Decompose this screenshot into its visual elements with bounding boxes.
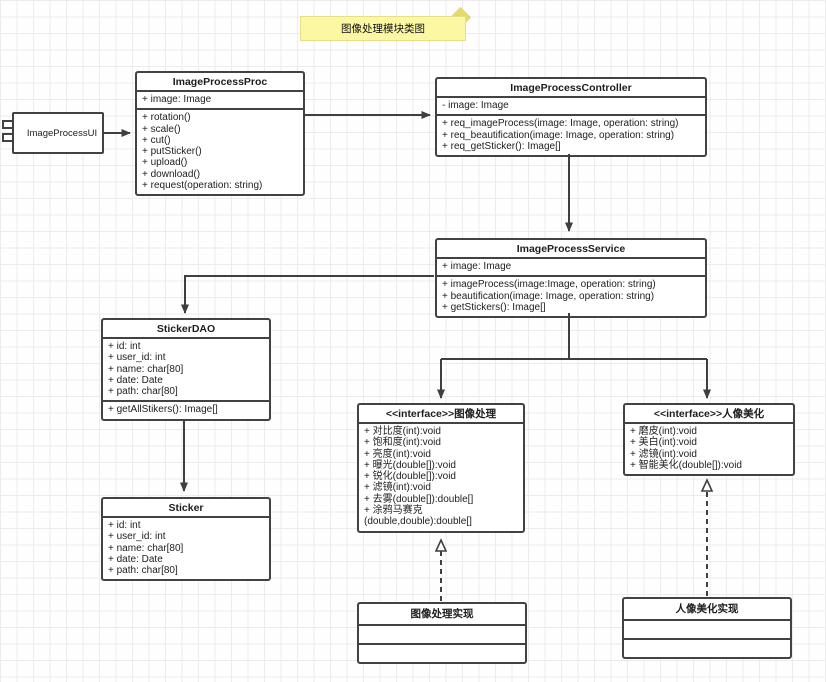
member-line: + 滤镜(int):void	[364, 482, 431, 494]
class-title: 人像美化实现	[675, 603, 739, 615]
class-stickerdao[interactable]: StickerDAO + id: int+ user_id: int+ name…	[101, 318, 271, 421]
class-title: ImageProcessProc	[172, 76, 268, 88]
arrow-service-to-stickerdao	[181, 275, 434, 314]
member-line: + name: char[80]	[108, 363, 184, 375]
class-methods	[359, 643, 525, 662]
class-methods: + imageProcess(image:Image, operation: s…	[437, 275, 705, 316]
diagram-title-note[interactable]: 图像处理模块类图	[300, 6, 472, 41]
member-line: + 滤镜(int):void	[630, 448, 697, 460]
class-attributes: + image: Image	[137, 90, 303, 108]
member-line: + req_getSticker(): Image[]	[442, 140, 561, 152]
interface-methods: + 磨皮(int):void+ 美白(int):void+ 滤镜(int):vo…	[625, 422, 793, 474]
member-line: + 曝光(double[]):void	[364, 459, 456, 471]
member-line: + download()	[142, 168, 201, 180]
class-sticker[interactable]: Sticker + id: int+ user_id: int+ name: c…	[101, 497, 271, 582]
member-line: + getAllStikers(): Image[]	[108, 404, 218, 416]
member-line: + cut()	[142, 134, 171, 146]
member-line: + 饱和度(int):void	[364, 437, 441, 449]
class-methods: + getAllStikers(): Image[]	[103, 400, 269, 418]
class-imageprocesscontroller[interactable]: ImageProcessController - image: Image + …	[435, 77, 707, 158]
interface-portrait-beautify[interactable]: <<interface>>人像美化 + 磨皮(int):void+ 美白(int…	[623, 403, 795, 477]
interface-methods: + 对比度(int):void+ 饱和度(int):void+ 亮度(int):…	[359, 422, 523, 531]
member-line: + rotation()	[142, 112, 191, 124]
class-portrait-beautify-impl[interactable]: 人像美化实现	[622, 597, 792, 659]
class-imageprocessproc[interactable]: ImageProcessProc + image: Image + rotati…	[135, 71, 305, 197]
member-line: + image: Image	[142, 94, 212, 105]
class-attributes	[624, 619, 790, 638]
member-line: (double,double):double[]	[364, 516, 472, 528]
member-line: + scale()	[142, 123, 181, 135]
member-line: + user_id: int	[108, 531, 166, 543]
class-methods	[624, 638, 790, 657]
member-line: + upload()	[142, 157, 188, 169]
member-line: + date: Date	[108, 553, 163, 565]
member-line: + 锐化(double[]):void	[364, 471, 456, 483]
class-imageprocessservice[interactable]: ImageProcessService + image: Image + ima…	[435, 238, 707, 319]
member-line: + image: Image	[442, 261, 512, 272]
member-line: + request(operation: string)	[142, 180, 263, 192]
class-image-processing-impl[interactable]: 图像处理实现	[357, 602, 527, 664]
class-attributes: + id: int+ user_id: int+ name: char[80]+…	[103, 337, 269, 400]
member-line: + 对比度(int):void	[364, 426, 441, 437]
member-line: + id: int	[108, 520, 141, 531]
member-line: + name: char[80]	[108, 542, 184, 554]
member-line: + imageProcess(image:Image, operation: s…	[442, 279, 656, 291]
member-line: + putSticker()	[142, 146, 202, 158]
member-line: + 去雾(double[]):double[]	[364, 493, 474, 505]
class-title: Sticker	[168, 502, 204, 514]
interface-title: <<interface>>人像美化	[653, 408, 765, 420]
interface-title: <<interface>>图像处理	[385, 408, 497, 420]
class-attributes	[359, 624, 525, 643]
class-title: ImageProcessController	[510, 82, 632, 94]
class-attributes: - image: Image	[437, 96, 705, 114]
class-methods: + req_imageProcess(image: Image, operati…	[437, 114, 705, 155]
member-line: + beautification(image: Image, operation…	[442, 290, 655, 302]
component-label: ImageProcessUI	[12, 112, 104, 154]
member-line: + 磨皮(int):void	[630, 426, 697, 437]
class-attributes: + id: int+ user_id: int+ name: char[80]+…	[103, 516, 269, 579]
component-imageprocessui[interactable]: ImageProcessUI	[2, 112, 104, 154]
class-title: ImageProcessService	[516, 243, 626, 255]
member-line: + user_id: int	[108, 352, 166, 364]
member-line: + 美白(int):void	[630, 437, 697, 449]
class-title: 图像处理实现	[410, 608, 474, 620]
member-line: - image: Image	[442, 100, 509, 111]
class-methods: + rotation()+ scale()+ cut()+ putSticker…	[137, 108, 303, 194]
interface-image-processing[interactable]: <<interface>>图像处理 + 对比度(int):void+ 饱和度(i…	[357, 403, 525, 533]
member-line: + path: char[80]	[108, 386, 178, 398]
member-line: + 智能美化(double[]):void	[630, 459, 742, 471]
diagram-title: 图像处理模块类图	[300, 16, 466, 41]
member-line: + date: Date	[108, 374, 163, 386]
member-line: + id: int	[108, 341, 141, 352]
member-line: + req_imageProcess(image: Image, operati…	[442, 118, 679, 130]
member-line: + 涂鸦马赛克	[364, 505, 423, 517]
member-line: + req_beautification(image: Image, opera…	[442, 129, 675, 141]
member-line: + getStickers(): Image[]	[442, 301, 546, 313]
member-line: + 亮度(int):void	[364, 448, 431, 460]
member-line: + path: char[80]	[108, 565, 178, 577]
class-title: StickerDAO	[156, 323, 216, 335]
class-attributes: + image: Image	[437, 257, 705, 275]
